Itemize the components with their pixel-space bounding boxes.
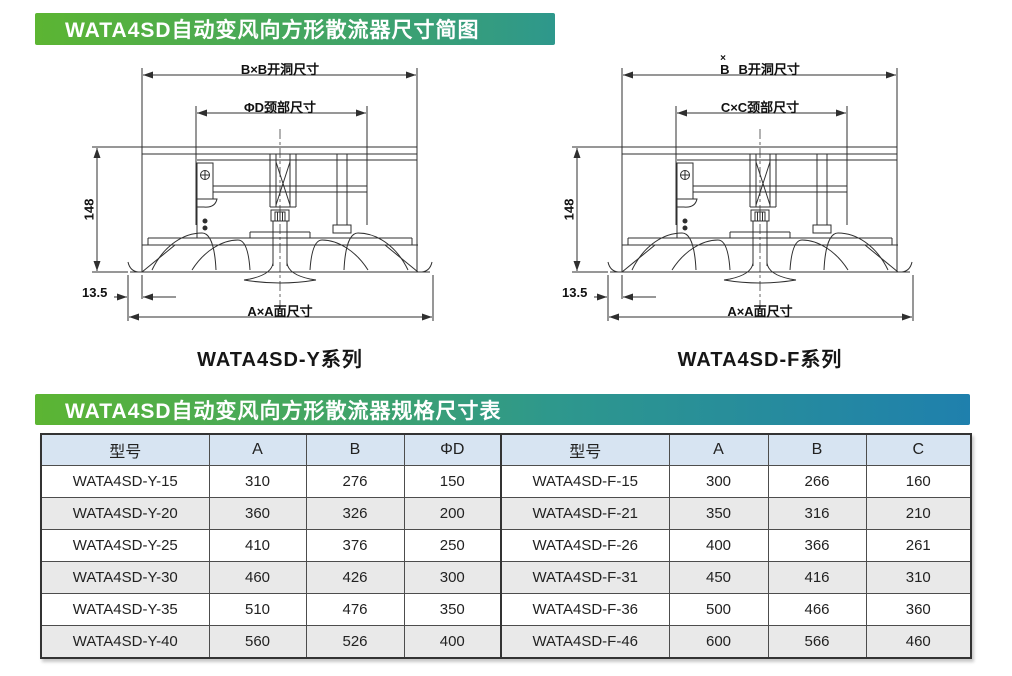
dim-label-height-y: 148 bbox=[81, 198, 97, 221]
value-cell: 410 bbox=[208, 529, 307, 562]
value-cell: 300 bbox=[403, 561, 502, 594]
model-cell: WATA4SD-F-26 bbox=[500, 529, 670, 562]
value-cell: 326 bbox=[305, 497, 405, 530]
spec-row: WATA4SD-Y-15 310 276 150 WATA4SD-F-15 30… bbox=[40, 465, 972, 498]
model-cell: WATA4SD-Y-20 bbox=[40, 497, 210, 530]
model-cell: WATA4SD-F-36 bbox=[500, 593, 670, 626]
value-cell: 560 bbox=[208, 625, 307, 659]
col-header-a-y: A bbox=[208, 433, 307, 466]
spec-row: WATA4SD-Y-40 560 526 400 WATA4SD-F-46 60… bbox=[40, 625, 972, 659]
col-header-a-f: A bbox=[668, 433, 769, 466]
diffuser-drawing-y: B×B开洞尺寸 ΦD颈部尺寸 148 13.5 A×A面尺寸 WATA4SD-Y… bbox=[80, 59, 480, 371]
value-cell: 526 bbox=[305, 625, 405, 659]
value-cell: 500 bbox=[668, 593, 769, 626]
model-cell: WATA4SD-F-15 bbox=[500, 465, 670, 498]
value-cell: 600 bbox=[668, 625, 769, 659]
value-cell: 250 bbox=[403, 529, 502, 562]
value-cell: 400 bbox=[403, 625, 502, 659]
value-cell: 200 bbox=[403, 497, 502, 530]
value-cell: 350 bbox=[403, 593, 502, 626]
value-cell: 450 bbox=[668, 561, 769, 594]
model-cell: WATA4SD-Y-40 bbox=[40, 625, 210, 659]
model-cell: WATA4SD-F-31 bbox=[500, 561, 670, 594]
dim-label-face-f: A×A面尺寸 bbox=[727, 304, 793, 319]
spec-row: WATA4SD-Y-20 360 326 200 WATA4SD-F-21 35… bbox=[40, 497, 972, 530]
value-cell: 376 bbox=[305, 529, 405, 562]
dim-label-opening-y: B×B开洞尺寸 bbox=[240, 62, 320, 77]
model-cell: WATA4SD-F-46 bbox=[500, 625, 670, 659]
dim-label-neck-f: C×C颈部尺寸 bbox=[720, 100, 800, 115]
spec-table-title: WATA4SD自动变风向方形散流器规格尺寸表 bbox=[65, 399, 502, 423]
value-cell: 360 bbox=[208, 497, 307, 530]
value-cell: 150 bbox=[403, 465, 502, 498]
dim-label-height-f: 148 bbox=[561, 198, 577, 221]
value-cell: 276 bbox=[305, 465, 405, 498]
model-cell: WATA4SD-F-21 bbox=[500, 497, 670, 530]
value-cell: 366 bbox=[767, 529, 867, 562]
diagram-title: WATA4SD自动变风向方形散流器尺寸简图 bbox=[65, 19, 480, 42]
value-cell: 300 bbox=[668, 465, 769, 498]
series-caption-y: WATA4SD-Y系列 bbox=[197, 349, 363, 371]
value-cell: 266 bbox=[767, 465, 867, 498]
value-cell: 210 bbox=[865, 497, 972, 530]
opening-b-with-x: ×B bbox=[720, 53, 730, 77]
col-header-b-f: B bbox=[767, 433, 867, 466]
value-cell: 160 bbox=[865, 465, 972, 498]
dim-label-neck-y: ΦD颈部尺寸 bbox=[243, 100, 317, 115]
dim-label-lip-y: 13.5 bbox=[82, 285, 108, 300]
series-caption-f: WATA4SD-F系列 bbox=[677, 349, 843, 371]
value-cell: 510 bbox=[208, 593, 307, 626]
col-header-b-y: B bbox=[305, 433, 405, 466]
value-cell: 360 bbox=[865, 593, 972, 626]
spec-table-title-banner: WATA4SD自动变风向方形散流器规格尺寸表 bbox=[35, 394, 970, 425]
value-cell: 310 bbox=[865, 561, 972, 594]
value-cell: 466 bbox=[767, 593, 867, 626]
spec-row: WATA4SD-Y-25 410 376 250 WATA4SD-F-26 40… bbox=[40, 529, 972, 562]
value-cell: 566 bbox=[767, 625, 867, 659]
value-cell: 426 bbox=[305, 561, 405, 594]
value-cell: 460 bbox=[208, 561, 307, 594]
col-header-d-y: ΦD bbox=[403, 433, 502, 466]
dim-label-lip-f: 13.5 bbox=[562, 285, 588, 300]
diagram-title-banner: WATA4SD自动变风向方形散流器尺寸简图 bbox=[35, 13, 555, 45]
col-header-model-f: 型号 bbox=[500, 433, 670, 466]
col-header-model-y: 型号 bbox=[40, 433, 210, 466]
raised-multiply-sign: × bbox=[720, 53, 726, 64]
value-cell: 316 bbox=[767, 497, 867, 530]
spec-header-row: 型号 A B ΦD 型号 A B C bbox=[40, 433, 972, 466]
value-cell: 476 bbox=[305, 593, 405, 626]
spec-row: WATA4SD-Y-35 510 476 350 WATA4SD-F-36 50… bbox=[40, 593, 972, 626]
value-cell: 460 bbox=[865, 625, 972, 659]
value-cell: 400 bbox=[668, 529, 769, 562]
model-cell: WATA4SD-Y-30 bbox=[40, 561, 210, 594]
spec-row: WATA4SD-Y-30 460 426 300 WATA4SD-F-31 45… bbox=[40, 561, 972, 594]
col-header-c-f: C bbox=[865, 433, 972, 466]
model-cell: WATA4SD-Y-35 bbox=[40, 593, 210, 626]
model-cell: WATA4SD-Y-15 bbox=[40, 465, 210, 498]
value-cell: 350 bbox=[668, 497, 769, 530]
value-cell: 416 bbox=[767, 561, 867, 594]
value-cell: 261 bbox=[865, 529, 972, 562]
value-cell: 310 bbox=[208, 465, 307, 498]
model-cell: WATA4SD-Y-25 bbox=[40, 529, 210, 562]
dim-label-face-y: A×A面尺寸 bbox=[247, 304, 313, 319]
spec-table: 型号 A B ΦD 型号 A B C WATA4SD-Y-15 310 276 … bbox=[40, 433, 972, 659]
